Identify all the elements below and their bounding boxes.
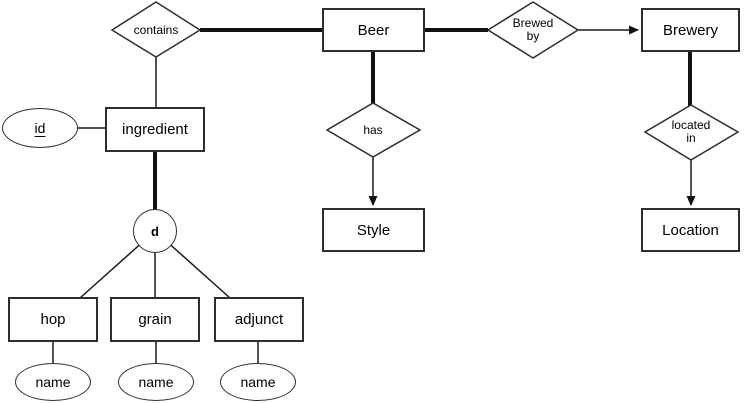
entity-grain: grain (110, 297, 200, 342)
attribute-id-label: id (34, 120, 46, 136)
entity-location: Location (641, 208, 740, 252)
attribute-adjunct-name: name (220, 363, 296, 401)
specialization-d: d (133, 209, 177, 253)
entity-brewery-label: Brewery (662, 21, 718, 39)
entity-hop-label: hop (40, 311, 66, 328)
diamond-brewed-by (486, 1, 580, 59)
entity-grain-label: grain (138, 311, 172, 328)
attribute-adjunct-name-label: name (240, 374, 276, 390)
specialization-d-label: d (151, 223, 159, 239)
entity-style-label: Style (356, 221, 391, 239)
relationship-contains-label: contains (133, 23, 179, 37)
entity-ingredient: ingredient (105, 107, 205, 152)
entity-location-label: Location (662, 221, 719, 239)
diamond-has (325, 102, 422, 158)
relationship-located-in-label: located in (671, 118, 711, 145)
relationship-has-label: has (363, 123, 383, 137)
entity-hop: hop (8, 297, 98, 342)
entity-beer-label: Beer (357, 21, 390, 39)
entity-adjunct-label: adjunct (234, 311, 284, 328)
attribute-hop-name: name (15, 363, 91, 401)
attribute-grain-name-label: name (138, 374, 174, 390)
attribute-id: id (2, 108, 78, 148)
entity-style: Style (322, 208, 425, 252)
entity-brewery: Brewery (641, 8, 740, 52)
attribute-grain-name: name (118, 363, 194, 401)
attribute-hop-name-label: name (35, 374, 71, 390)
entity-beer: Beer (322, 8, 425, 52)
relationship-brewed-by-label: Brewed by (512, 16, 554, 43)
entity-adjunct: adjunct (214, 297, 304, 342)
entity-ingredient-label: ingredient (122, 121, 188, 138)
diamond-contains (110, 1, 202, 58)
diamond-located-in (643, 104, 740, 161)
